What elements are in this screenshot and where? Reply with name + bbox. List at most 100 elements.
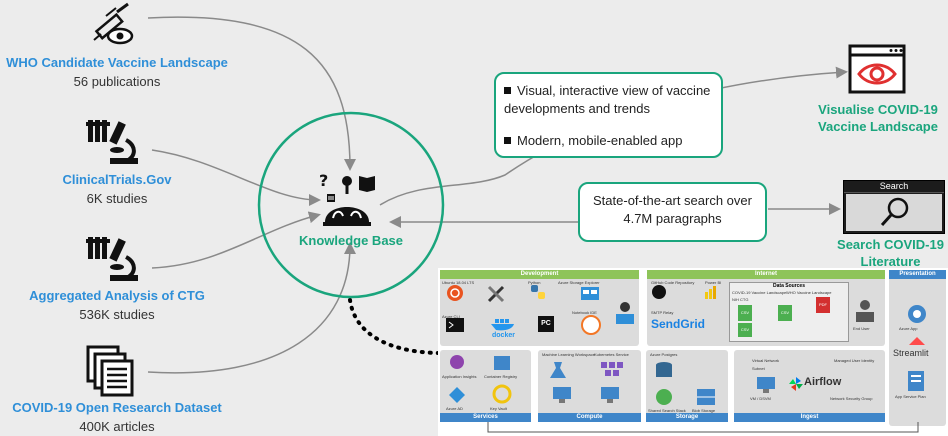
streamlit-icon — [909, 337, 925, 345]
label-app-insights: Application Insights — [442, 374, 477, 379]
vaccine-icon — [93, 2, 134, 45]
label-powerbi: Power BI — [705, 280, 722, 285]
pdf-icon: PDF — [816, 297, 830, 313]
airflow-logo: Airflow — [804, 376, 842, 388]
label-github: GitHub Code Repository — [651, 280, 695, 285]
label-key-vault: Key Vault — [490, 406, 507, 411]
label-ml-workspace: Machine Learning Workspace — [542, 352, 595, 357]
knowledge-base-label: Knowledge Base — [298, 233, 404, 248]
label-azure-app: Azure App — [899, 326, 918, 331]
documents-icon — [86, 345, 134, 397]
architecture-bottom-connector — [487, 422, 919, 433]
label-subnet: Subnet — [752, 366, 765, 371]
arrow-agg-to-kb — [151, 211, 321, 269]
csv-icon: CSV — [738, 305, 752, 321]
vm-icon — [601, 387, 619, 403]
panel-compute: Machine Learning Workspace Kubernetes Se… — [538, 350, 641, 422]
panel-presentation-header: Presentation — [889, 270, 946, 279]
tools-icon — [487, 285, 505, 303]
panel-ingest-footer: Ingest — [734, 413, 885, 422]
microscope-icon — [86, 237, 138, 281]
knowledge-icon: ? — [319, 171, 375, 226]
label-notebook: Notebook IDE — [572, 310, 597, 315]
powerbi-icon — [705, 286, 716, 299]
label-azure-cli: Azure CLI — [442, 314, 460, 319]
output-visualise-title: Visualise COVID-19 Vaccine Landscape — [818, 102, 938, 134]
source-title-who: WHO Candidate Vaccine Landscape — [6, 55, 228, 70]
csv-icon: CSV — [778, 305, 792, 321]
storage-explorer-icon — [581, 287, 599, 300]
docker-logo-text: docker — [492, 332, 515, 339]
source-subtitle-cord: 400K articles — [79, 419, 155, 434]
terminal-icon — [446, 318, 464, 332]
label-vaccine-landscape: COVID-19 Vaccine Landscape — [732, 290, 787, 295]
panel-services-footer: Services — [440, 413, 531, 422]
docker-icon — [491, 319, 514, 331]
panel-services: Application Insights Container Registry … — [440, 350, 531, 422]
vm-icon — [553, 387, 571, 403]
label-dsvm: VM / DSVM — [750, 396, 771, 401]
github-icon — [652, 285, 666, 299]
label-vnet: Virtual Network — [752, 358, 780, 363]
label-azure-ad: Azure AD — [446, 406, 463, 411]
data-sources-box: Data Sources COVID-19 Vaccine Landscape … — [729, 282, 849, 342]
label-smtp: SMTP Relay — [651, 310, 674, 315]
panel-presentation: Presentation Azure App Streamlit App Ser… — [889, 270, 946, 426]
ubuntu-icon — [447, 285, 463, 301]
azure-ad-icon — [449, 387, 465, 403]
label-nsg: Network Security Group — [830, 396, 873, 401]
streamlit-logo: Streamlit — [893, 348, 929, 358]
developer-icon — [616, 302, 634, 324]
search-screen-body — [846, 194, 942, 231]
panel-development: Development Ubuntu 18.04 LTS Python Azur… — [440, 270, 639, 346]
label-app-service-plan: App Service Plan — [895, 394, 926, 399]
ml-icon — [550, 362, 566, 378]
label-end-user: End User — [853, 326, 870, 331]
bullet-icon — [504, 137, 511, 144]
dotted-kb-to-arch — [348, 298, 440, 355]
label-ubuntu: Ubuntu 18.04 LTS — [442, 280, 475, 285]
label-python: Python — [528, 280, 541, 285]
panel-internet-header: Internet — [647, 270, 885, 279]
callout-visual-text-2: Modern, mobile-enabled app — [517, 133, 683, 148]
callout-search: State-of-the-art search over 4.7M paragr… — [578, 182, 767, 242]
panel-storage: Azure Postgres Shared Search Stack Blob … — [646, 350, 728, 422]
arrow-ctg-to-kb — [151, 149, 321, 206]
insights-icon — [450, 355, 464, 369]
search-stack-icon — [656, 389, 672, 405]
source-title-ctg: ClinicalTrials.Gov — [62, 172, 172, 187]
panel-compute-footer: Compute — [538, 413, 641, 422]
pycharm-icon: PC — [538, 316, 554, 332]
arrow-cord-to-kb — [147, 242, 356, 374]
panel-internet: Internet GitHub Code Repository Power BI… — [647, 270, 885, 346]
source-title-cord: COVID-19 Open Research Dataset — [12, 400, 222, 415]
source-subtitle-who: 56 publications — [73, 74, 161, 89]
panel-storage-footer: Storage — [646, 413, 728, 422]
registry-icon — [494, 356, 510, 370]
search-screen-icon: Search — [843, 180, 945, 234]
callout-visual-item-1: Visual, interactive view of vaccine deve… — [504, 82, 713, 118]
output-search-title: Search COVID-19 Literature — [837, 237, 944, 269]
python-icon — [531, 285, 545, 299]
label-nih: NIH CTG — [732, 297, 749, 302]
microscope-icon — [86, 120, 138, 164]
source-title-agg: Aggregated Analysis of CTG — [29, 288, 205, 303]
sendgrid-logo: SendGrid — [651, 317, 706, 331]
blob-storage-icon — [697, 389, 715, 405]
app-icon — [908, 305, 926, 323]
svg-text:?: ? — [319, 171, 328, 190]
postgres-icon — [656, 362, 672, 377]
eye-window-icon — [848, 44, 906, 94]
callout-visual-text-1: Visual, interactive view of vaccine deve… — [504, 83, 711, 116]
csv-icon: CSV — [738, 323, 752, 337]
label-managed-identity: Managed User Identity — [834, 358, 875, 363]
label-blob-storage: Blob Storage — [692, 408, 716, 413]
source-subtitle-agg: 536K studies — [79, 307, 155, 322]
label-kubernetes: Kubernetes Service — [594, 352, 629, 357]
architecture-diagram: Development Ubuntu 18.04 LTS Python Azur… — [438, 268, 948, 436]
knowledge-base-circle — [257, 111, 445, 299]
callout-visual: Visual, interactive view of vaccine deve… — [494, 72, 723, 158]
arrow-who-to-kb — [147, 16, 356, 171]
airflow-icon — [789, 377, 803, 391]
kubernetes-icon — [601, 362, 623, 376]
